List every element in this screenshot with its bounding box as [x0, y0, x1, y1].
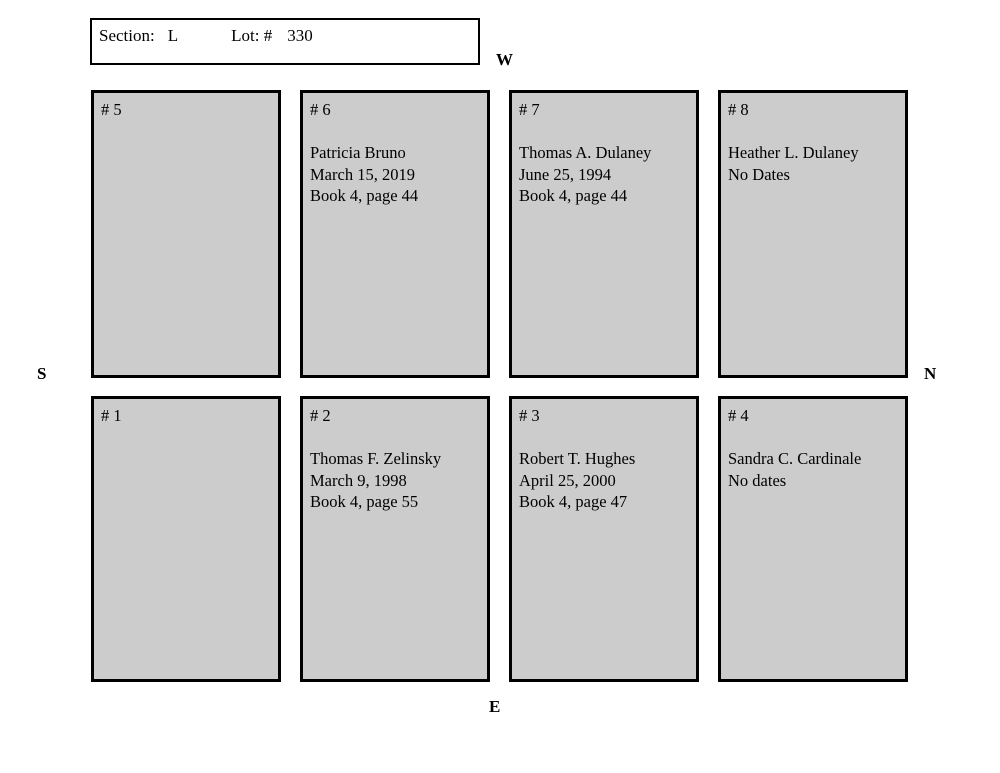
plot-7: # 7 Thomas A. Dulaney June 25, 1994 Book…: [509, 90, 699, 378]
plot-6: # 6 Patricia Bruno March 15, 2019 Book 4…: [300, 90, 490, 378]
lot-label: Lot: #: [231, 26, 273, 45]
plot-details: Patricia Bruno March 15, 2019 Book 4, pa…: [310, 142, 481, 207]
plot-date: No dates: [728, 470, 787, 490]
plot-date: June 25, 1994: [519, 164, 612, 184]
plot-number: # 6: [310, 100, 331, 119]
plot-8: # 8 Heather L. Dulaney No Dates: [718, 90, 908, 378]
plot-number: # 5: [101, 100, 122, 119]
plot-occupant-name: Sandra C. Cardinale: [728, 449, 862, 468]
plot-occupant-name: Heather L. Dulaney: [728, 143, 859, 162]
plot-date: March 15, 2019: [310, 164, 415, 184]
plot-details: Sandra C. Cardinale No dates: [728, 448, 899, 491]
plot-details: Thomas A. Dulaney June 25, 1994 Book 4, …: [519, 142, 690, 207]
plot-details: Thomas F. Zelinsky March 9, 1998 Book 4,…: [310, 448, 481, 513]
plot-1: # 1: [91, 396, 281, 682]
section-label: Section:: [99, 26, 155, 45]
plot-book-ref: Book 4, page 44: [519, 186, 628, 205]
plot-details: Robert T. Hughes April 25, 2000 Book 4, …: [519, 448, 690, 513]
section-value: L: [167, 26, 179, 45]
plot-occupant-name: Thomas F. Zelinsky: [310, 449, 442, 468]
plot-number: # 7: [519, 100, 540, 119]
plot-date: April 25, 2000: [519, 470, 616, 490]
plot-3: # 3 Robert T. Hughes April 25, 2000 Book…: [509, 396, 699, 682]
plot-date: No Dates: [728, 164, 790, 184]
plot-book-ref: Book 4, page 47: [519, 492, 628, 511]
compass-east-label: E: [489, 697, 501, 716]
plot-book-ref: Book 4, page 44: [310, 186, 419, 205]
plot-date: March 9, 1998: [310, 470, 407, 490]
plot-4: # 4 Sandra C. Cardinale No dates: [718, 396, 908, 682]
plot-number: # 1: [101, 406, 122, 425]
plot-number: # 3: [519, 406, 540, 425]
compass-north-label: N: [924, 364, 937, 383]
compass-west-label: W: [496, 50, 513, 69]
lot-value: 330: [287, 26, 313, 45]
plot-occupant-name: Robert T. Hughes: [519, 449, 636, 468]
plot-5: # 5: [91, 90, 281, 378]
plot-number: # 8: [728, 100, 749, 119]
section-lot-header: Section: L Lot: # 330: [90, 18, 480, 65]
plot-occupant-name: Thomas A. Dulaney: [519, 143, 652, 162]
plot-number: # 4: [728, 406, 749, 425]
plot-number: # 2: [310, 406, 331, 425]
plot-details: Heather L. Dulaney No Dates: [728, 142, 899, 185]
compass-south-label: S: [37, 364, 47, 383]
plot-occupant-name: Patricia Bruno: [310, 143, 406, 162]
plot-2: # 2 Thomas F. Zelinsky March 9, 1998 Boo…: [300, 396, 490, 682]
plot-book-ref: Book 4, page 55: [310, 492, 419, 511]
